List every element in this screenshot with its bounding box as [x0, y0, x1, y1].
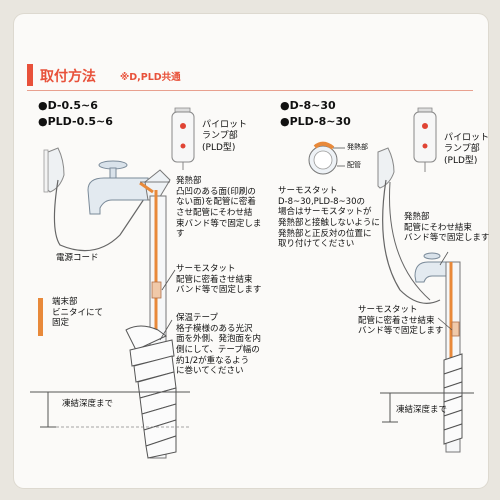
left-thermostat-label: サーモスタット 配管に密着させ結束 バンド等で固定します [176, 264, 262, 296]
right-thermostat-note: サーモスタット D-8~30,PLD-8~30の 場合はサーモスタットが 発熱部… [278, 186, 380, 250]
insulation-tape-right [443, 353, 463, 445]
left-heating-part-label: 発熱部 凸凹のある面(印刷の ない面)を配管に密着 させ配管にそわせ結 束バンド… [176, 176, 262, 240]
title-accent-bar [27, 64, 33, 86]
pipe-cross-section-detail [308, 141, 345, 175]
left-model-2: ●PLD-0.5~6 [38, 115, 113, 128]
wall-outlet-right [377, 147, 395, 189]
right-model-1: ●D-8~30 [280, 99, 336, 112]
left-pilot-lamp-label: パイロット ランプ部 (PLD型) [202, 120, 248, 153]
detail-pipe-label: 配管 [347, 161, 361, 169]
right-thermostat-label: サーモスタット 配管に密着させ結束 バンド等で固定します [358, 305, 444, 337]
left-frost-depth-label: 凍結深度まで [62, 399, 114, 409]
terminal-part-left [38, 298, 43, 336]
right-frost-depth-label: 凍結深度まで [396, 405, 448, 415]
title-divider [27, 90, 473, 91]
terminal-part-label: 端末部 ビニタイにて 固定 [52, 297, 104, 329]
power-cord-right [382, 179, 441, 304]
thermostat-right [451, 321, 460, 337]
wall-outlet-left [47, 147, 65, 193]
faucet-left [87, 160, 149, 215]
pilot-lamp-right [413, 107, 437, 172]
left-model-1: ●D-0.5~6 [38, 99, 98, 112]
insulation-tape-label: 保温テープ 格子模様のある光沢 面を外側、発泡面を内 側にして、テープ幅の 約1… [176, 313, 262, 377]
right-model-2: ●PLD-8~30 [280, 115, 351, 128]
right-heating-part-label: 発熱部 配管にそわせ結束 バンド等で固定します [404, 212, 490, 244]
title-note: ※D,PLD共通 [120, 72, 181, 83]
detail-heating-label: 発熱部 [347, 143, 368, 151]
power-cord-label: 電源コード [56, 253, 99, 263]
pilot-lamp-left [171, 107, 195, 170]
power-cord-left [53, 179, 151, 252]
right-pilot-lamp-label: パイロット ランプ部 (PLD型) [444, 133, 490, 166]
faucet-right [414, 252, 451, 283]
installation-guide-card [14, 14, 488, 488]
thermostat-left [151, 281, 162, 299]
page-title: 取付方法 [40, 69, 96, 85]
